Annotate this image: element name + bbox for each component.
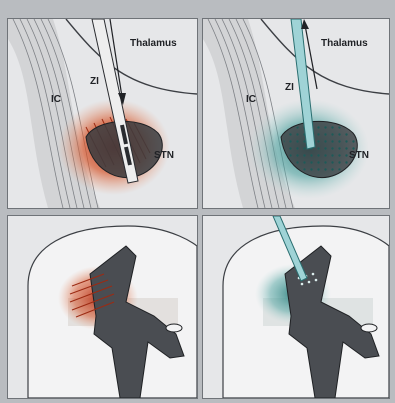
central-canal xyxy=(361,324,377,332)
stn-label: STN xyxy=(349,151,369,161)
spinal-ablation-drawing xyxy=(203,216,389,398)
zi-label: ZI xyxy=(90,77,99,87)
ic-label: IC xyxy=(51,95,61,105)
thalamus-label: Thalamus xyxy=(321,39,368,49)
panel-brain-ablation: Thalamus IC ZI STN xyxy=(202,18,390,209)
thalamus-label: Thalamus xyxy=(130,39,177,49)
panel-brain-stimulation: Thalamus IC ZI STN xyxy=(7,18,198,209)
panel-spinal-ablation xyxy=(202,215,390,399)
panel-spinal-stimulation xyxy=(7,215,198,399)
thalamus-border xyxy=(66,19,197,94)
ic-label: IC xyxy=(246,95,256,105)
stn-label: STN xyxy=(154,151,174,161)
spinal-stimulation-drawing xyxy=(8,216,197,398)
central-canal xyxy=(166,324,182,332)
thalamus-border xyxy=(261,19,389,94)
zi-label: ZI xyxy=(285,83,294,93)
